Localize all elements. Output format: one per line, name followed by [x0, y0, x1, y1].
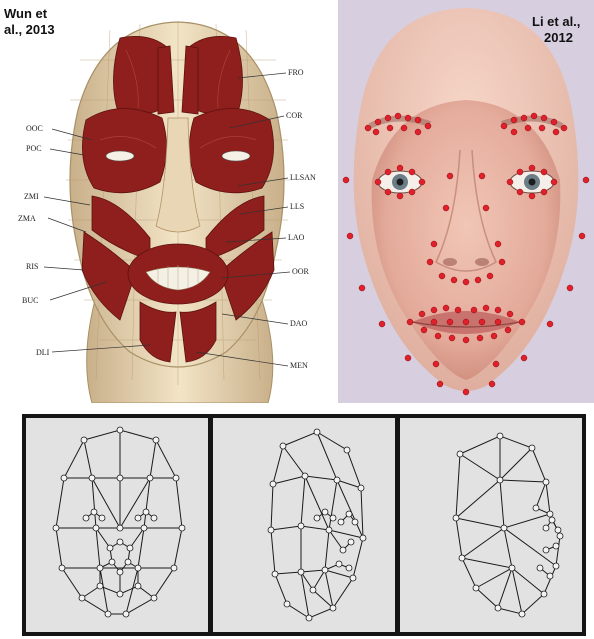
label-ooc: OOC: [26, 124, 43, 133]
label-lls: LLS: [290, 202, 304, 211]
label-zma: ZMA: [18, 214, 36, 223]
label-fro: FRO: [288, 68, 304, 77]
muscle-model-panel: OOC POC ZMI ZMA RIS BUC DLI FRO COR LLSA…: [0, 0, 336, 403]
label-ris: RIS: [26, 262, 38, 271]
mesh-three-quarter-wireframe: [213, 418, 395, 632]
citation-li-line1: Li et al.,: [532, 14, 580, 30]
mesh-three-quarter-view: [213, 418, 395, 632]
mesh-profile-wireframe: [400, 418, 582, 632]
mesh-frontal-wireframe: [26, 418, 208, 632]
label-zmi: ZMI: [24, 192, 39, 201]
mesh-frontal-view: [26, 418, 208, 632]
citation-wun: Wun et al., 2013: [4, 6, 55, 38]
label-buc: BUC: [22, 296, 38, 305]
landmark-face-photo: [338, 0, 594, 403]
citation-wun-line2: al., 2013: [4, 22, 55, 38]
mesh-profile-view: [400, 418, 582, 632]
citation-li-line2: 2012: [532, 30, 580, 46]
citation-li: Li et al., 2012: [532, 14, 580, 46]
label-dao: DAO: [290, 319, 308, 328]
muscle-model-illustration: OOC POC ZMI ZMA RIS BUC DLI FRO COR LLSA…: [0, 0, 336, 403]
citation-wun-line1: Wun et: [4, 6, 55, 22]
label-dli: DLI: [36, 348, 50, 357]
landmark-face-panel: Li et al., 2012: [338, 0, 594, 403]
label-oor: OOR: [292, 267, 310, 276]
label-cor: COR: [286, 111, 303, 120]
label-lao: LAO: [288, 233, 305, 242]
wireframe-mesh-strip: [22, 414, 586, 636]
label-llsan: LLSAN: [290, 173, 316, 182]
label-poc: POC: [26, 144, 42, 153]
label-men: MEN: [290, 361, 308, 370]
